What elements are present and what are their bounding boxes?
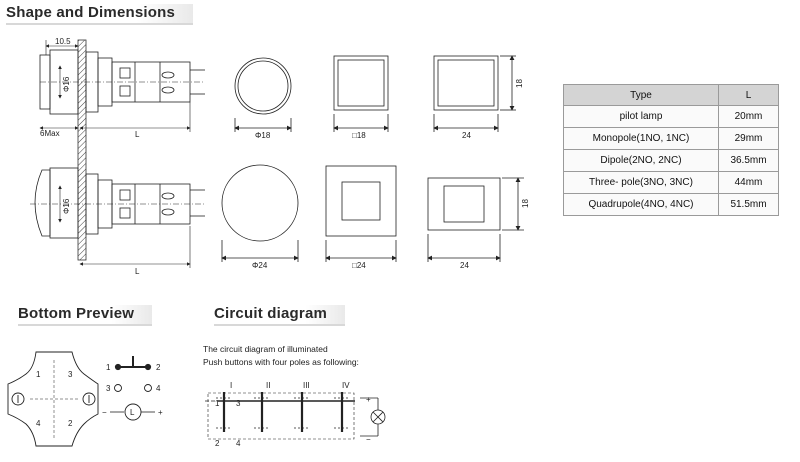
base-terminal-1: 1 <box>36 370 41 379</box>
table-row: Dipole(2NO, 2NC) 36.5mm <box>563 149 779 172</box>
heading-bottom-preview: Bottom Preview <box>18 305 153 326</box>
symbol-lamp-l: L <box>130 408 135 417</box>
contact-symbol <box>110 356 155 421</box>
symbol-terminal-1: 1 <box>106 363 111 372</box>
table-header-row: Type L <box>563 84 779 106</box>
base-terminal-3: 3 <box>68 370 73 379</box>
table-cell-length: 51.5mm <box>718 193 779 216</box>
front-view-square-18 <box>333 55 389 132</box>
circuit-pole-2 <box>254 392 270 432</box>
dimension-lines-2 <box>58 185 191 268</box>
table-cell-type: Dipole(2NO, 2NC) <box>563 149 719 172</box>
front-view-round-24 <box>221 164 299 262</box>
circuit-caption-line-2: Push buttons with four poles as followin… <box>203 357 359 367</box>
dimension-lines-1 <box>39 40 191 132</box>
front-view-square-24 <box>325 165 397 262</box>
dim-24-top: 24 <box>462 131 471 140</box>
table-cell-length: 20mm <box>718 105 779 128</box>
dim-18-bottom: 18 <box>521 199 530 208</box>
front-view-rect-24x18-large <box>427 177 524 262</box>
symbol-terminal-2: 2 <box>156 363 161 372</box>
dim-sq24: □24 <box>352 261 366 270</box>
dim-phi24: Φ24 <box>252 261 268 270</box>
pole-label-4: IV <box>342 381 350 390</box>
symbol-terminal-3: 3 <box>106 384 111 393</box>
dim-24-bottom: 24 <box>460 261 469 270</box>
table-cell-length: 29mm <box>718 127 779 150</box>
dim-l-top: L <box>135 130 140 139</box>
dim-10-5: 10.5 <box>55 37 71 46</box>
circuit-pole-3 <box>294 392 310 432</box>
front-view-rect-24x18 <box>433 55 516 132</box>
table-cell-length: 44mm <box>718 171 779 194</box>
circuit-pole-4 <box>334 392 350 432</box>
table-cell-type: Quadrupole(4NO, 4NC) <box>563 193 719 216</box>
heading-circuit-diagram: Circuit diagram <box>214 305 346 326</box>
table-row: pilot lamp 20mm <box>563 105 779 128</box>
table-cell-type: Three- pole(3NO, 3NC) <box>563 171 719 194</box>
dim-phi16-top: Φ16 <box>62 76 71 92</box>
panel-section <box>77 39 87 261</box>
circuit-pole-1 <box>216 392 232 432</box>
table-header-l: L <box>718 84 779 106</box>
dim-6max: 6Max <box>40 129 60 138</box>
symbol-terminal-4: 4 <box>156 384 161 393</box>
table-cell-type: pilot lamp <box>563 105 719 128</box>
table-row: Three- pole(3NO, 3NC) 44mm <box>563 171 779 194</box>
circuit-diagram <box>205 392 386 440</box>
circuit-caption-line-1: The circuit diagram of illuminated <box>203 344 328 354</box>
indicator-lamp-symbol <box>370 409 386 425</box>
circuit-minus: − <box>366 435 371 444</box>
table-cell-length: 36.5mm <box>718 149 779 172</box>
dim-l-bottom: L <box>135 267 140 276</box>
symbol-minus: − <box>102 408 107 417</box>
pole-label-3: III <box>303 381 310 390</box>
symbol-plus: + <box>158 408 163 417</box>
contact-bottom-4: 4 <box>236 439 241 448</box>
table-header-type: Type <box>563 84 719 106</box>
base-terminal-2: 2 <box>68 419 73 428</box>
bottom-preview-base <box>7 351 99 447</box>
heading-shape-dimensions: Shape and Dimensions <box>6 4 194 25</box>
side-view-round-button <box>30 167 205 239</box>
pole-label-1: I <box>230 381 232 390</box>
dim-18-top: 18 <box>515 79 524 88</box>
contact-bottom-2: 2 <box>215 439 220 448</box>
front-view-round-18 <box>234 57 292 132</box>
base-terminal-4: 4 <box>36 419 41 428</box>
dim-phi18: Φ18 <box>255 131 271 140</box>
table-row: Quadrupole(4NO, 4NC) 51.5mm <box>563 193 779 216</box>
table-row: Monopole(1NO, 1NC) 29mm <box>563 127 779 150</box>
pole-label-2: II <box>266 381 270 390</box>
circuit-caption: The circuit diagram of illuminated Push … <box>203 343 359 369</box>
side-view-square-button <box>39 39 205 261</box>
circuit-plus: + <box>366 395 371 404</box>
table-cell-type: Monopole(1NO, 1NC) <box>563 127 719 150</box>
dim-sq18: □18 <box>352 131 366 140</box>
length-table: Type L pilot lamp 20mm Monopole(1NO, 1NC… <box>563 84 779 216</box>
contact-top-1: 1 <box>215 399 220 408</box>
contact-top-3: 3 <box>236 399 241 408</box>
dim-phi16-bottom: Φ16 <box>62 198 71 214</box>
